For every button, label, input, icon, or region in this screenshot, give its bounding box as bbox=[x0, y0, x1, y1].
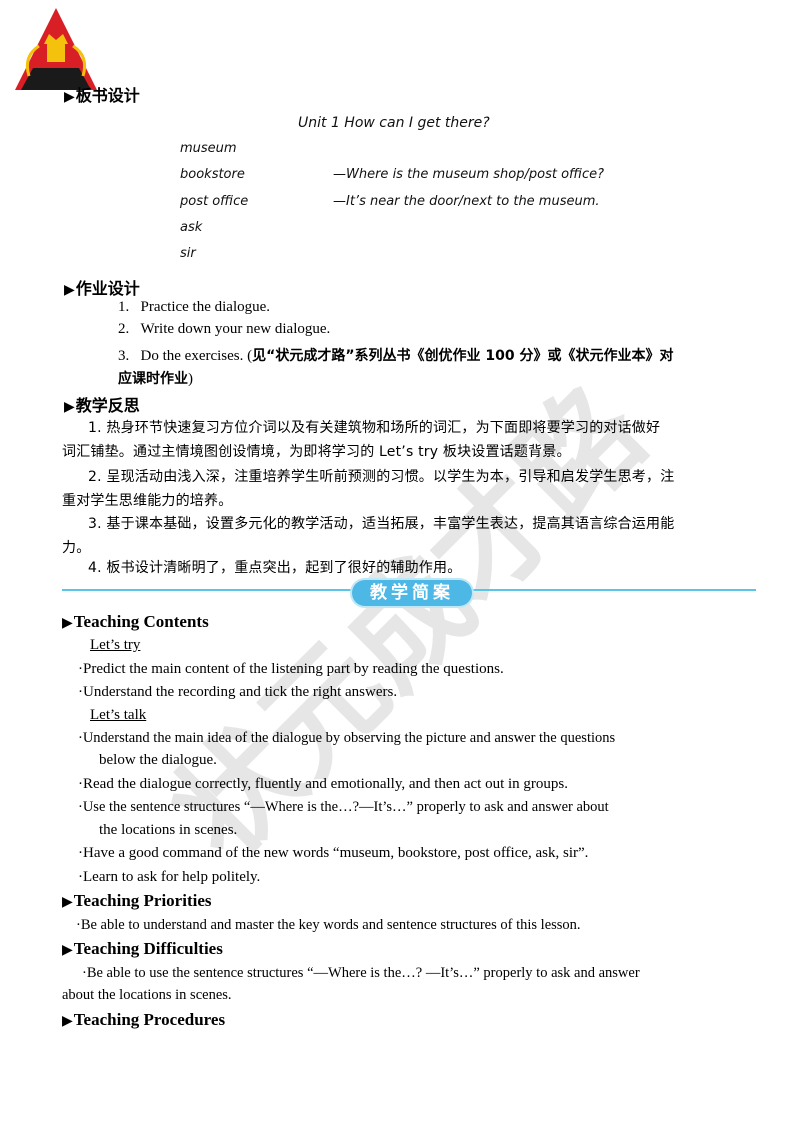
reflection-line: 重对学生思维能力的培养。 bbox=[62, 493, 233, 509]
section-contents-heading: ▶Teaching Contents bbox=[62, 612, 209, 631]
homework-item: 3. Do the exercises. (见“状元成才路”系列丛书《创优作业 … bbox=[118, 348, 674, 364]
section-board-heading: ▶板书设计 bbox=[64, 86, 140, 105]
section-priorities-heading: ▶Teaching Priorities bbox=[62, 891, 212, 910]
lets-talk-label: Let’s talk bbox=[90, 707, 147, 723]
homework-item-cont: 应课时作业) bbox=[118, 371, 193, 387]
content-item: ·Understand the recording and tick the r… bbox=[78, 684, 398, 700]
triangle-icon: ▶ bbox=[64, 282, 75, 298]
board-word: museum bbox=[180, 141, 237, 156]
board-word: sir bbox=[180, 246, 196, 261]
board-word: ask bbox=[180, 220, 203, 235]
section-procedures-heading: ▶Teaching Procedures bbox=[62, 1010, 226, 1029]
content-item: ·Understand the main idea of the dialogu… bbox=[78, 730, 616, 746]
reflection-line: 力。 bbox=[62, 540, 91, 556]
reflection-line: 3. 基于课本基础，设置多元化的教学活动，适当拓展，丰富学生表达，提高其语言综合… bbox=[88, 516, 675, 532]
content-item: ·Read the dialogue correctly, fluently a… bbox=[78, 776, 568, 792]
lets-try-label: Let’s try bbox=[90, 637, 141, 653]
content-item: ·Predict the main content of the listeni… bbox=[78, 661, 504, 677]
triangle-icon: ▶ bbox=[64, 399, 75, 415]
content-item: ·Use the sentence structures “—Where is … bbox=[78, 799, 609, 815]
priorities-text: ·Be able to understand and master the ke… bbox=[76, 917, 581, 933]
reflection-line: 2. 呈现活动由浅入深，注重培养学生听前预测的习惯。以学生为本，引导和启发学生思… bbox=[88, 469, 675, 485]
homework-item: 1. Practice the dialogue. bbox=[118, 299, 271, 315]
reflection-line: 词汇铺垫。通过主情境图创设情境，为即将学习的 Let’s try 板块设置话题背… bbox=[62, 444, 571, 460]
difficulties-text: ·Be able to use the sentence structures … bbox=[82, 965, 640, 981]
difficulties-text-cont: about the locations in scenes. bbox=[62, 987, 232, 1003]
reflection-line: 1. 热身环节快速复习方位介词以及有关建筑物和场所的词汇，为下面即将要学习的对话… bbox=[88, 420, 661, 436]
content-item: ·Learn to ask for help politely. bbox=[78, 869, 261, 885]
board-word: bookstore bbox=[180, 167, 245, 182]
section-homework-heading: ▶作业设计 bbox=[64, 279, 140, 298]
section-difficulties-heading: ▶Teaching Difficulties bbox=[62, 939, 223, 958]
triangle-icon: ▶ bbox=[64, 89, 75, 105]
reflection-line: 4. 板书设计清晰明了，重点突出，起到了很好的辅助作用。 bbox=[88, 560, 462, 576]
content-item-cont: below the dialogue. bbox=[99, 752, 217, 768]
board-answer: —It’s near the door/next to the museum. bbox=[333, 194, 600, 209]
content-item: ·Have a good command of the new words “m… bbox=[78, 845, 589, 861]
board-question: —Where is the museum shop/post office? bbox=[333, 167, 605, 182]
content-item-cont: the locations in scenes. bbox=[99, 822, 238, 838]
banner-label: 教学简案 bbox=[352, 580, 472, 606]
board-title: Unit 1 How can I get there? bbox=[298, 115, 490, 131]
section-reflection-heading: ▶教学反思 bbox=[64, 396, 140, 415]
board-word: post office bbox=[180, 194, 249, 209]
logo-icon bbox=[15, 8, 97, 90]
homework-item: 2. Write down your new dialogue. bbox=[118, 321, 331, 337]
